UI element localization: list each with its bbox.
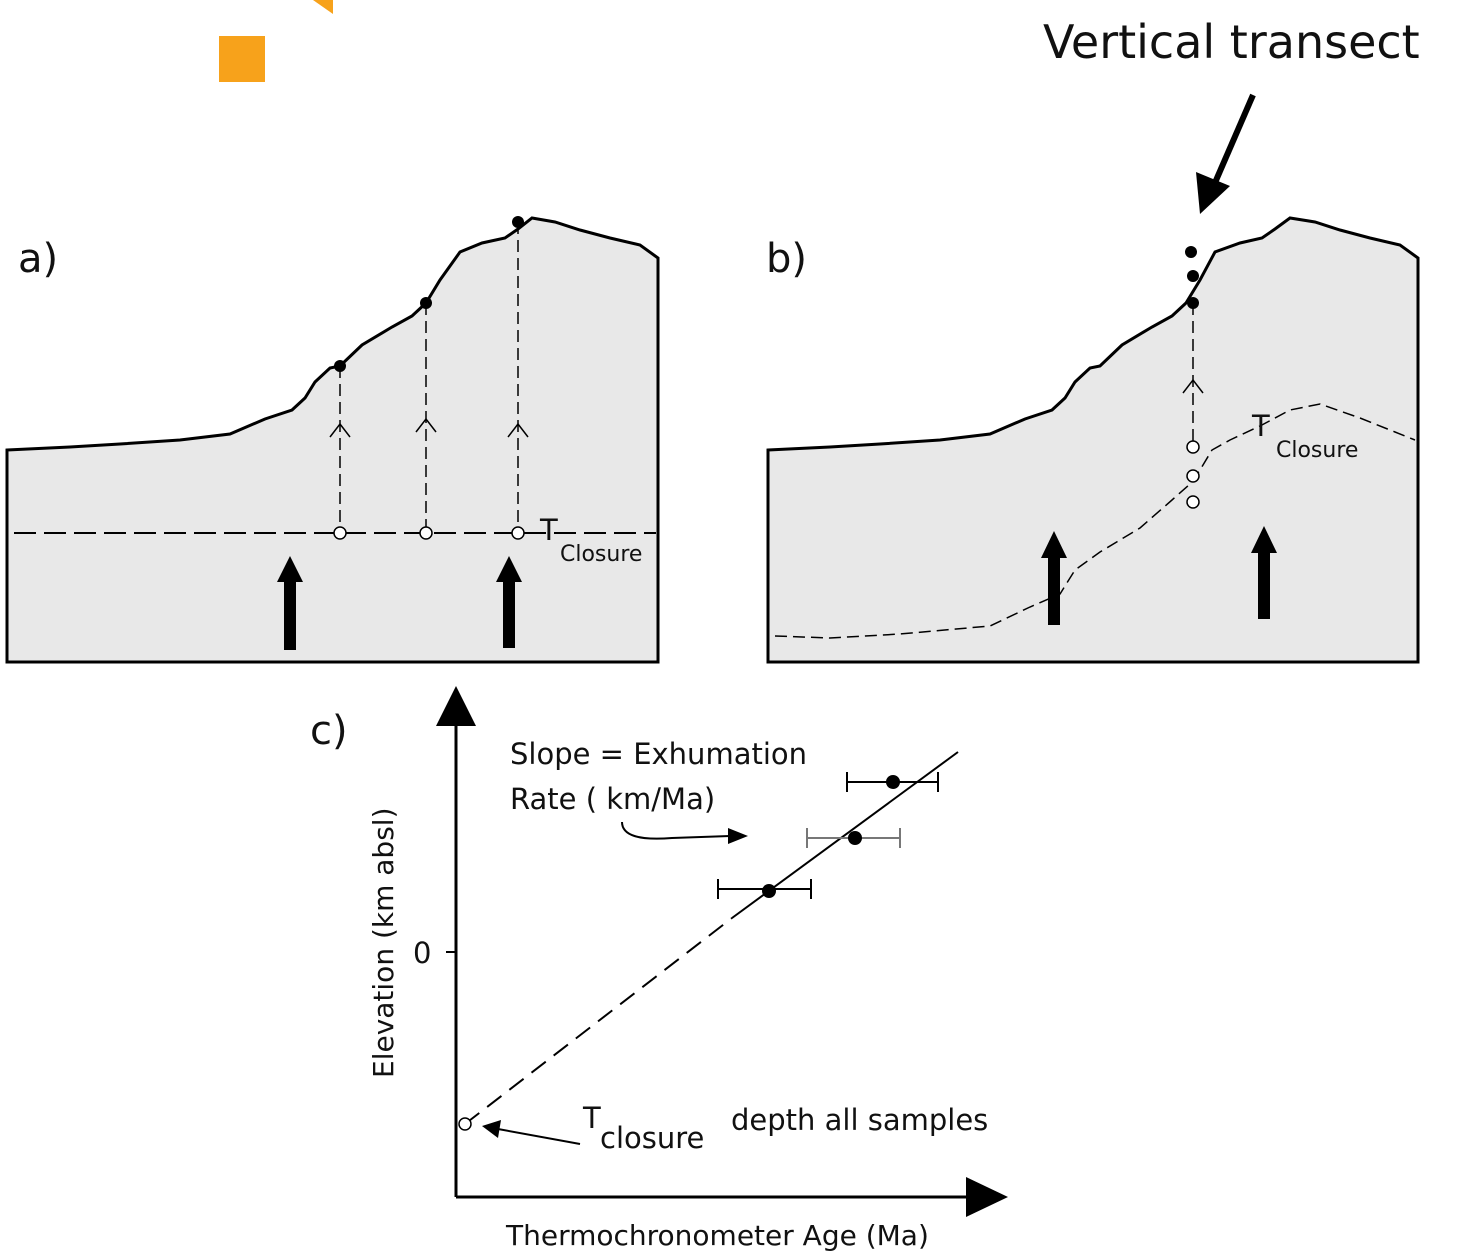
sample-surface <box>512 216 524 228</box>
regression-line-dashed <box>464 917 733 1125</box>
depth-all-samples-label: depth all samples <box>731 1103 988 1137</box>
x-axis-arrow-icon <box>966 1177 1008 1217</box>
orange-corner-icon <box>313 0 333 14</box>
vertical-transect-arrow <box>1196 93 1256 214</box>
data-point <box>848 831 862 845</box>
zero-tick-label: 0 <box>413 936 431 970</box>
sample-surface <box>1187 297 1199 309</box>
y-axis-label: Elevation (km absl) <box>367 808 400 1079</box>
tclosure-pointer-arrowhead-icon <box>482 1120 501 1138</box>
sample-surface <box>420 297 432 309</box>
sample-surface <box>1187 270 1199 282</box>
tclosure-label-sub: closure <box>600 1121 704 1155</box>
panel-b-tclosure-sub: Closure <box>1276 438 1358 463</box>
panel-a-tclosure-t: T <box>539 513 558 547</box>
panel-a-tclosure-sub: Closure <box>560 542 642 567</box>
data-point <box>762 884 776 898</box>
y-axis-arrow-icon <box>436 686 476 726</box>
uplift-arrow-icon <box>1251 526 1277 619</box>
x-axis-label: Thermochronometer Age (Ma) <box>505 1219 929 1252</box>
sample-closure <box>1186 440 1200 454</box>
sample-closure <box>333 526 347 540</box>
slope-pointer-arrow <box>621 821 731 840</box>
tclosure-label-t: T <box>582 1101 601 1135</box>
panel-a-block <box>5 216 660 664</box>
sample-closure <box>419 526 433 540</box>
sample-surface <box>1185 246 1197 258</box>
panel-a-label: a) <box>18 236 58 282</box>
slope-pointer-arrowhead-icon <box>728 828 748 844</box>
sample-surface <box>334 360 346 372</box>
slope-label-line2: Rate ( km/Ma) <box>510 782 715 816</box>
panel-a: a) T Closure <box>5 216 660 664</box>
orange-square-icon <box>219 36 265 82</box>
panel-b-tclosure-t: T <box>1251 409 1270 443</box>
slope-label-line1: Slope = Exhumation <box>510 737 807 771</box>
sample-closure <box>1186 495 1200 509</box>
panel-c: c) 0 Elevation (km absl) Thermochronomet… <box>310 686 1008 1252</box>
uplift-arrow-icon <box>496 556 522 648</box>
tclosure-pointer-line <box>497 1128 581 1145</box>
tclosure-point <box>458 1117 472 1131</box>
panel-b: b) T Closure <box>766 216 1420 664</box>
vertical-transect-label: Vertical transect <box>1043 15 1420 69</box>
uplift-arrow-icon <box>1041 531 1067 625</box>
sample-closure <box>1186 469 1200 483</box>
panel-b-closure-isotherm <box>774 403 1416 639</box>
panel-b-label: b) <box>766 236 807 282</box>
data-point <box>886 775 900 789</box>
sample-closure <box>511 526 525 540</box>
panel-c-label: c) <box>310 708 348 754</box>
uplift-arrow-icon <box>277 556 303 650</box>
